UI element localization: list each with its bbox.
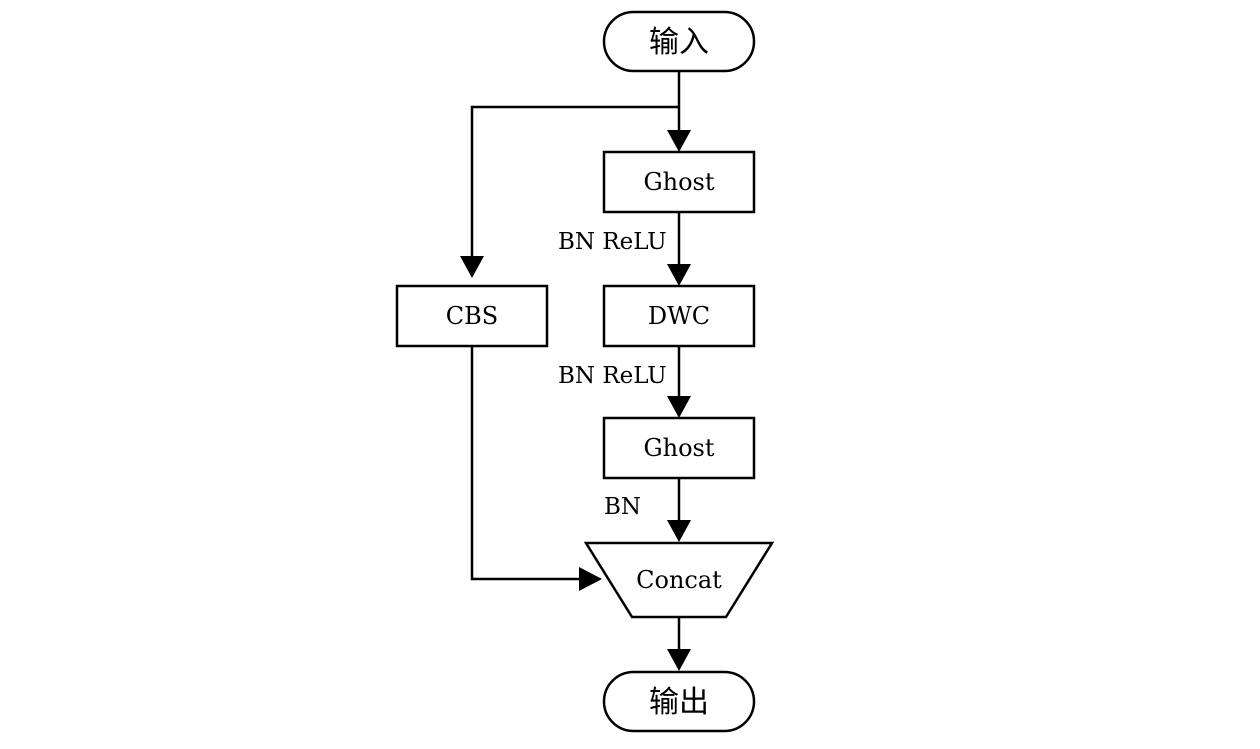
ghost2-box xyxy=(602,416,756,480)
arrowhead xyxy=(667,264,691,286)
output-terminator-shape xyxy=(602,670,756,733)
arrowhead xyxy=(579,567,602,591)
ghost2-label: Ghost xyxy=(643,434,714,462)
edge-input-to-cbs xyxy=(460,105,679,278)
edge-cbs-to-concat xyxy=(470,346,602,591)
arrowhead xyxy=(667,130,691,152)
cbs-box xyxy=(395,284,549,348)
cbs-node: CBS xyxy=(395,284,549,348)
output-label: 输出 xyxy=(649,685,709,720)
input-node: 输入 xyxy=(602,10,756,73)
arrowhead xyxy=(667,649,691,671)
dwc-label: DWC xyxy=(648,302,710,330)
dwc-node: DWC xyxy=(602,284,756,348)
arrowhead xyxy=(460,256,484,278)
ghost1-node: Ghost xyxy=(602,150,756,214)
edge-ghost1-to-dwc: BN ReLU xyxy=(558,212,691,286)
concat-node: Concat xyxy=(583,541,775,619)
cbs-label: CBS xyxy=(446,302,498,330)
edge-label-bn-relu-2: BN ReLU xyxy=(558,363,667,389)
dwc-box xyxy=(602,284,756,348)
edge-concat-to-output xyxy=(667,617,691,671)
output-node: 输出 xyxy=(602,670,756,733)
concat-label: Concat xyxy=(636,566,722,594)
concat-trapezoid xyxy=(583,541,775,619)
ghost2-node: Ghost xyxy=(602,416,756,480)
arrowhead xyxy=(667,520,691,542)
ghost1-label: Ghost xyxy=(643,168,714,196)
arrowhead xyxy=(667,396,691,418)
edge-label-bn: BN xyxy=(604,494,641,520)
edge-input-to-ghost1 xyxy=(667,71,691,152)
edge-label-bn-relu-1: BN ReLU xyxy=(558,229,667,255)
input-label: 输入 xyxy=(649,25,709,60)
edge-dwc-to-ghost2: BN ReLU xyxy=(558,346,691,418)
edge-ghost2-to-concat: BN xyxy=(604,478,691,542)
